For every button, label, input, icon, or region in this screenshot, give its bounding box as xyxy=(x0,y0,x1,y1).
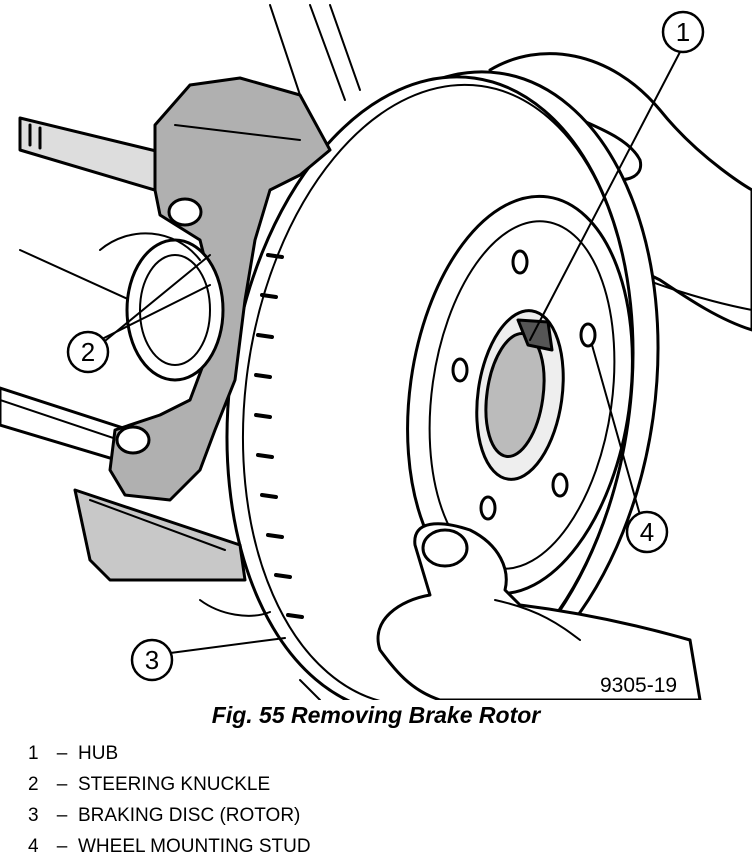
lower-hand xyxy=(299,522,702,700)
legend-label: WHEEL MOUNTING STUD xyxy=(78,836,311,857)
legend-item: 4–WHEEL MOUNTING STUD xyxy=(28,831,311,862)
legend-label: HUB xyxy=(78,743,119,764)
legend-item: 2–STEERING KNUCKLE xyxy=(28,769,311,800)
legend-number: 3 xyxy=(28,805,39,826)
legend-number: 1 xyxy=(28,743,39,764)
legend-number: 4 xyxy=(28,836,39,857)
legend-dash: – xyxy=(56,774,68,795)
legend-dash: – xyxy=(56,805,68,826)
callout-leaders xyxy=(99,51,681,656)
legend-item: 1–HUB xyxy=(28,738,311,769)
background-frame-lines xyxy=(19,4,361,301)
figure-caption: Fig. 55 Removing Brake Rotor xyxy=(211,702,541,728)
legend-number: 2 xyxy=(28,774,39,795)
brake-rotor-illustration: 1 2 3 4 xyxy=(0,4,752,700)
braking-disc-rotor xyxy=(225,70,660,700)
legend: 1–HUB 2–STEERING KNUCKLE 3–BRAKING DISC … xyxy=(28,738,311,862)
hub xyxy=(475,309,565,481)
legend-label: BRAKING DISC (ROTOR) xyxy=(78,805,301,826)
figure-code: 9305-19 xyxy=(600,674,678,697)
callout-circles xyxy=(66,10,705,682)
steering-knuckle xyxy=(73,76,332,617)
callout-4: 4 xyxy=(640,517,654,547)
legend-label: STEERING KNUCKLE xyxy=(78,774,271,795)
callout-2: 2 xyxy=(81,337,95,367)
callout-1: 1 xyxy=(676,17,690,47)
legend-dash: – xyxy=(56,743,68,764)
legend-item: 3–BRAKING DISC (ROTOR) xyxy=(28,800,311,831)
callout-3: 3 xyxy=(145,645,159,675)
wheel-mounting-stud-holes xyxy=(451,249,597,521)
legend-dash: – xyxy=(56,836,68,857)
